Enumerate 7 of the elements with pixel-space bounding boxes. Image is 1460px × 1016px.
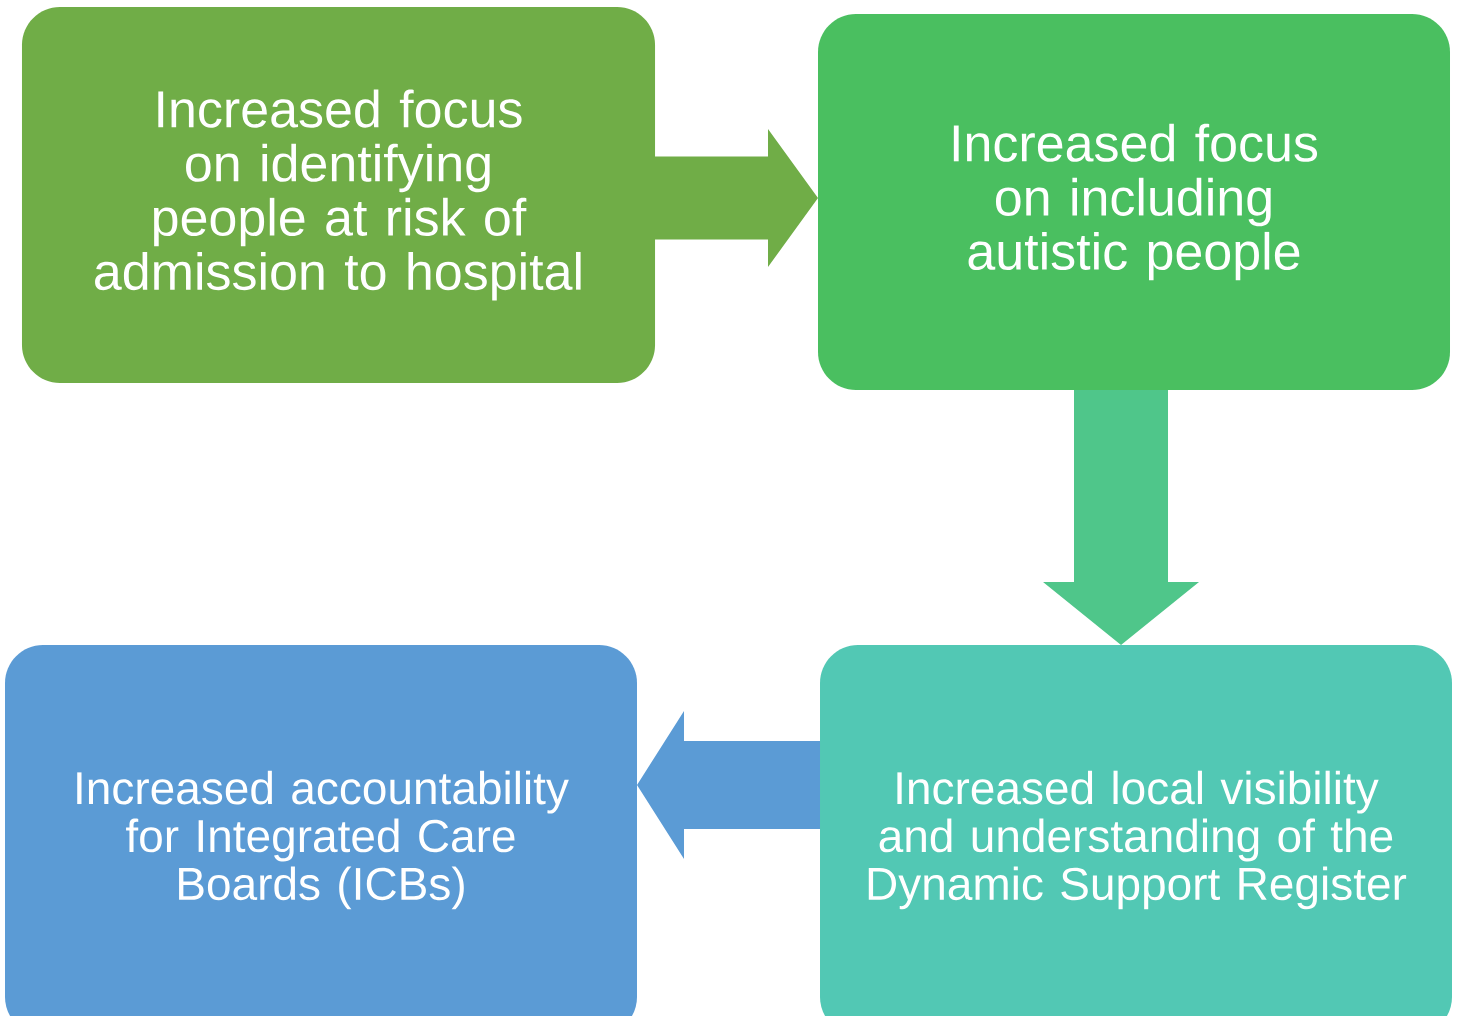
process-box: Increased focus on identifying people at risk of admission to hospital: [21, 7, 656, 383]
block-arrow: [637, 711, 820, 859]
block-arrow: [1043, 390, 1199, 645]
process-box: Increased local visibility and understanding of the Dynamic Support Register: [820, 645, 1452, 1016]
block-arrow: [655, 129, 818, 267]
process-box: Increased accountability for Integrated Care Boards (ICBs): [5, 645, 637, 1016]
process-box: Increased focus on including autistic people: [818, 14, 1450, 390]
